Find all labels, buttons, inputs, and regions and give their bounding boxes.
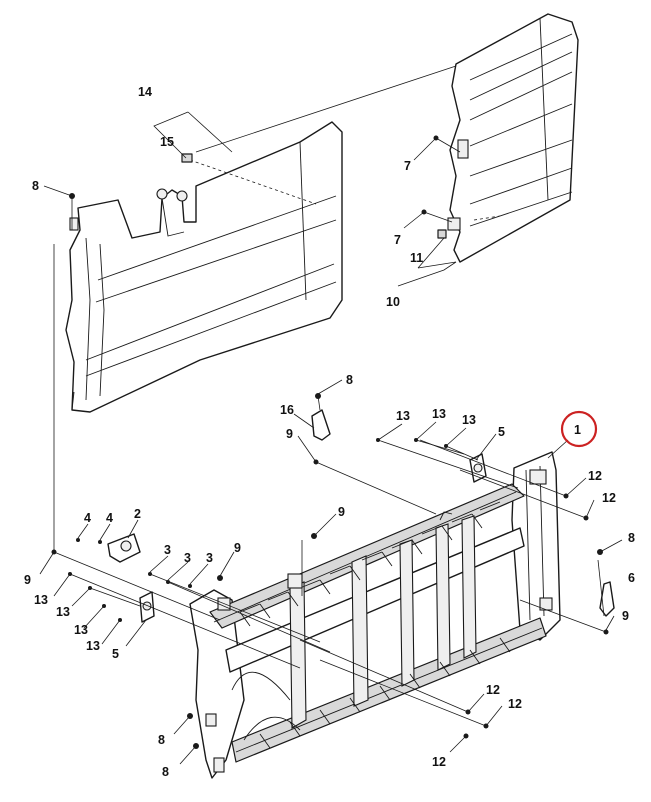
callout-11[interactable]: 11 [410, 251, 423, 265]
bracket-6[interactable] [597, 559, 615, 617]
clip-11[interactable] [437, 229, 447, 239]
callout-2[interactable]: 2 [134, 507, 141, 521]
main-frame[interactable] [189, 451, 561, 779]
callout-12[interactable]: 12 [486, 683, 500, 697]
callout-9[interactable]: 9 [338, 505, 345, 519]
callout-5[interactable]: 5 [112, 647, 119, 661]
callout-6[interactable]: 6 [628, 571, 635, 585]
callout-8[interactable]: 8 [158, 733, 165, 747]
callout-1[interactable]: 1 [574, 423, 581, 437]
clip-15[interactable] [181, 153, 193, 163]
callout-3[interactable]: 3 [184, 551, 191, 565]
callout-14[interactable]: 14 [138, 85, 152, 99]
callout-5[interactable]: 5 [498, 425, 505, 439]
callout-13[interactable]: 13 [396, 409, 410, 423]
callout-13[interactable]: 13 [74, 623, 88, 637]
fasteners [51, 135, 609, 749]
callout-4[interactable]: 4 [84, 511, 91, 525]
callout-3[interactable]: 3 [164, 543, 171, 557]
callout-8[interactable]: 8 [628, 531, 635, 545]
highlight-circle [560, 410, 598, 448]
callout-9[interactable]: 9 [286, 427, 293, 441]
right-trim-panel[interactable] [447, 13, 579, 263]
callout-13[interactable]: 13 [34, 593, 48, 607]
callout-13[interactable]: 13 [86, 639, 100, 653]
left-trim-panel[interactable] [65, 121, 343, 413]
callout-13[interactable]: 13 [56, 605, 70, 619]
bracket-16[interactable] [311, 409, 331, 441]
callout-9[interactable]: 9 [234, 541, 241, 555]
callout-12[interactable]: 12 [602, 491, 616, 505]
callout-15[interactable]: 15 [160, 135, 174, 149]
callout-8[interactable]: 8 [346, 373, 353, 387]
leader-lines [39, 111, 623, 765]
callout-9[interactable]: 9 [24, 573, 31, 587]
callout-7[interactable]: 7 [404, 159, 411, 173]
callout-12[interactable]: 12 [432, 755, 446, 769]
callout-7[interactable]: 7 [394, 233, 401, 247]
callout-13[interactable]: 13 [432, 407, 446, 421]
callout-16[interactable]: 16 [280, 403, 294, 417]
callout-8[interactable]: 8 [162, 765, 169, 779]
callout-labels: 14 15 8 7 7 11 10 8 16 9 13 13 13 5 1 12… [24, 85, 635, 779]
callout-12[interactable]: 12 [588, 469, 602, 483]
callout-4[interactable]: 4 [106, 511, 113, 525]
callout-9[interactable]: 9 [622, 609, 629, 623]
callout-3[interactable]: 3 [206, 551, 213, 565]
callout-13[interactable]: 13 [462, 413, 476, 427]
callout-8[interactable]: 8 [32, 179, 39, 193]
hinge-bracket-upper[interactable] [469, 453, 487, 483]
callout-10[interactable]: 10 [386, 295, 400, 309]
latch-assembly[interactable] [107, 533, 141, 563]
guide-line [189, 159, 317, 205]
hinge-bracket-lower[interactable] [139, 591, 155, 623]
callout-12[interactable]: 12 [508, 697, 522, 711]
guide-line [195, 65, 457, 153]
